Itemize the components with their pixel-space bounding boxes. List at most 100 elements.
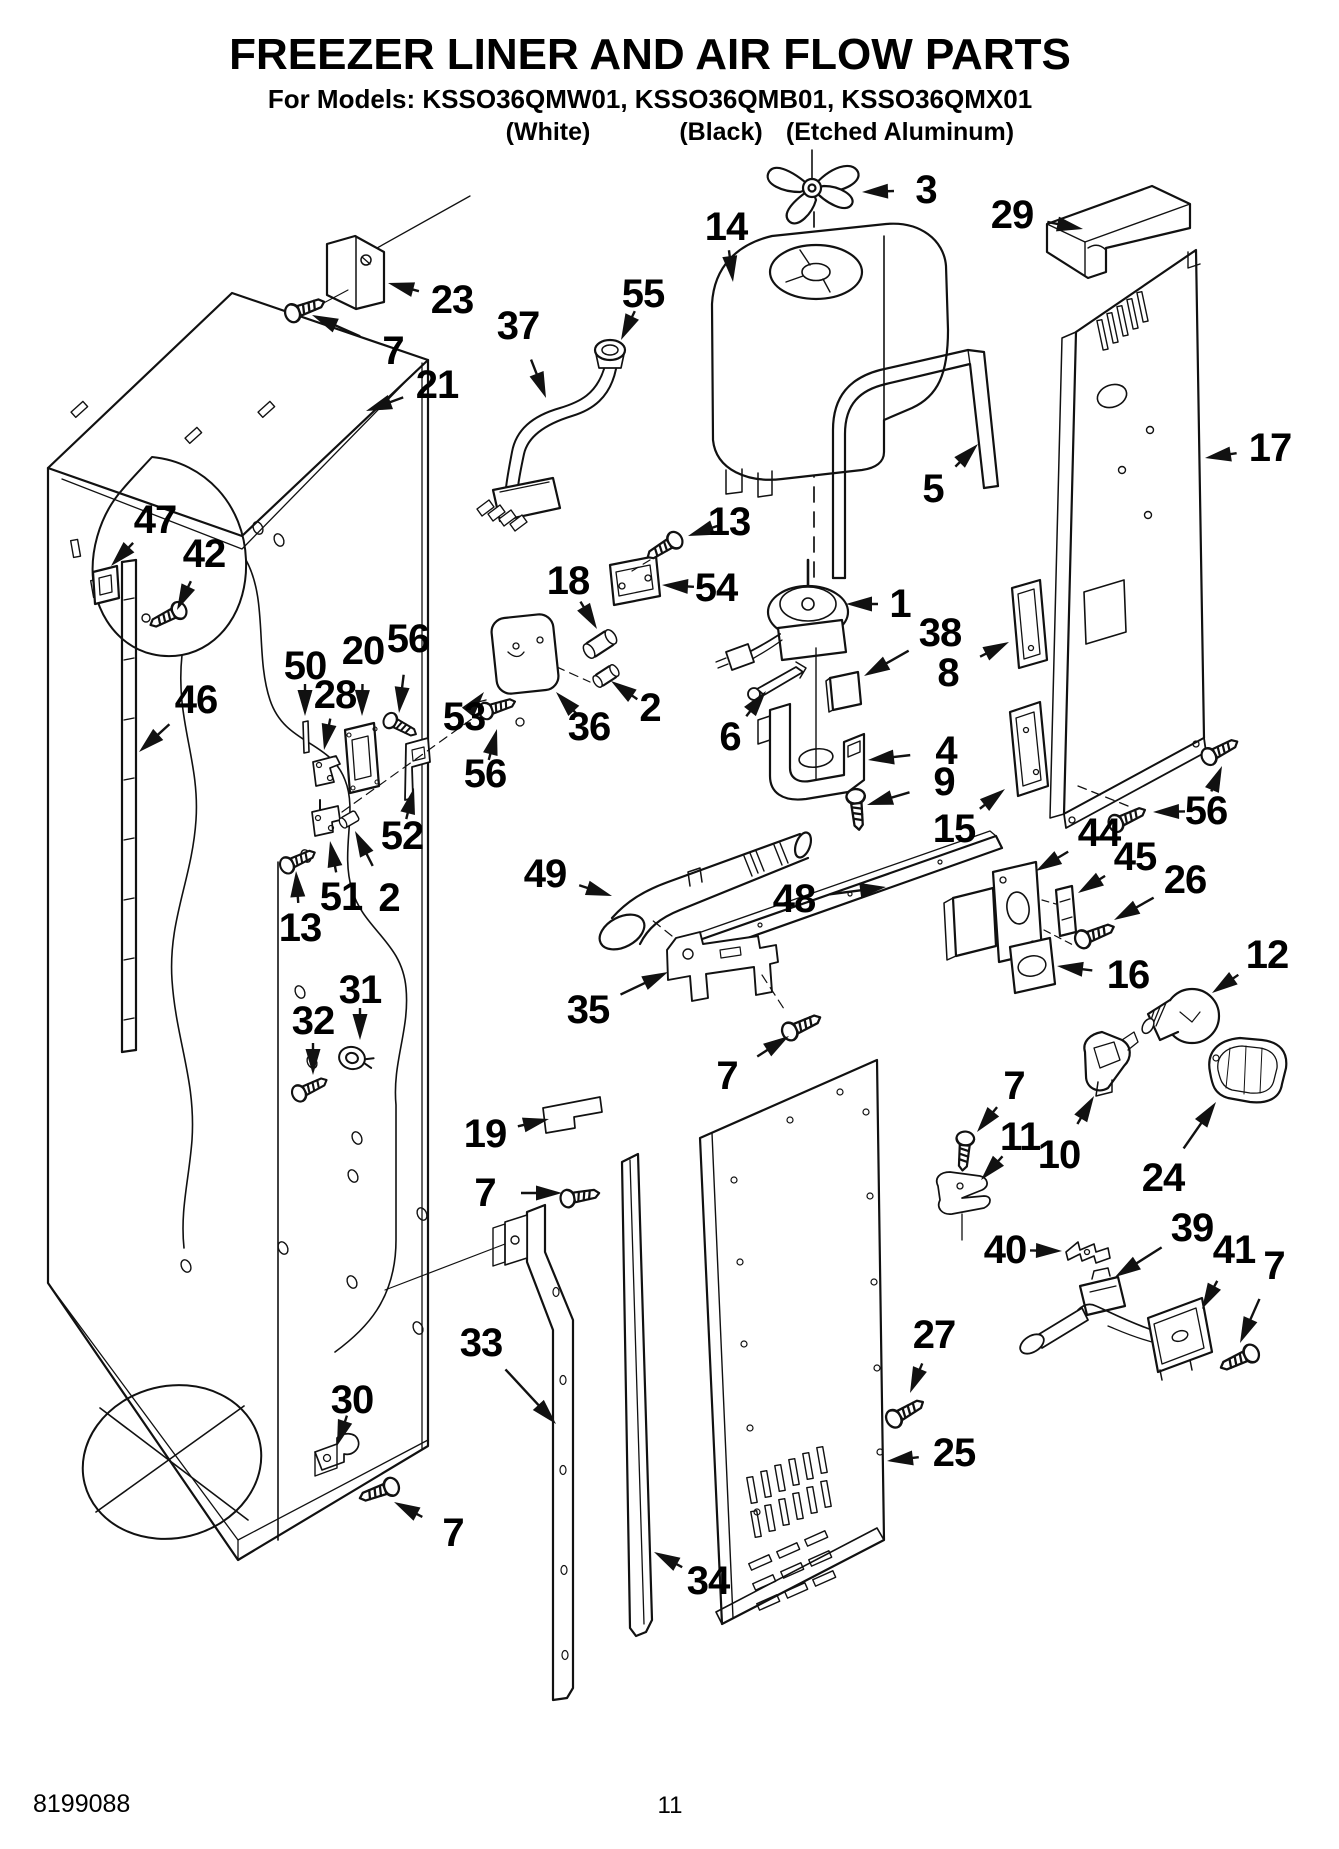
callout-13: 13 [278, 906, 322, 950]
leader-arrow [483, 729, 498, 757]
part-light-switch [1077, 1296, 1264, 1381]
part-motor-bracket [757, 702, 870, 832]
part-thermistor [1019, 1267, 1127, 1355]
leader-arrow [1202, 1282, 1221, 1309]
callout-17: 17 [1248, 426, 1292, 470]
callout-54: 54 [694, 566, 738, 610]
leader-arrow [979, 789, 1005, 811]
leader-arrow [177, 583, 196, 610]
finish-label: (White) [505, 118, 591, 146]
callout-38: 38 [918, 611, 962, 655]
leader-arrow [355, 831, 374, 858]
callout-30: 30 [330, 1378, 374, 1422]
part-evaporator-fan-motor [715, 558, 850, 791]
leader-arrow [887, 1450, 914, 1466]
leader-arrow [1205, 766, 1222, 793]
callout-18: 18 [546, 559, 590, 603]
callout-7: 7 [442, 1511, 464, 1555]
finish-label: (Black) [679, 118, 763, 146]
part-wire-harness [476, 338, 627, 532]
callout-40: 40 [983, 1228, 1027, 1272]
part-icemaker-fill-parts [276, 709, 477, 877]
leader-arrow [337, 1418, 353, 1446]
leader-arrow [654, 1552, 681, 1571]
part-lamp-lens [1208, 1036, 1288, 1104]
models-line: For Models: KSSO36QMW01, KSSO36QMB01, KS… [267, 84, 1033, 114]
leader-arrow [305, 1049, 321, 1075]
callout-56: 56 [463, 752, 507, 796]
leader-arrow [611, 681, 637, 702]
callout-41: 41 [1212, 1228, 1256, 1272]
callout-8: 8 [937, 651, 959, 695]
leader-arrow [744, 691, 766, 717]
leader-arrow [722, 255, 738, 282]
callout-7: 7 [716, 1054, 738, 1098]
callout-7: 7 [382, 329, 404, 373]
part-lamp-clip [935, 1129, 991, 1241]
leader-arrow [461, 692, 484, 717]
leader-arrow [846, 596, 872, 612]
callout-37: 37 [496, 304, 540, 348]
callout-49: 49 [523, 852, 567, 896]
callout-46: 46 [174, 678, 218, 722]
leader-arrow [521, 1117, 549, 1133]
leader-arrow [977, 1107, 1000, 1132]
callout-35: 35 [566, 988, 610, 1032]
leader-arrow [1056, 216, 1083, 232]
callout-27: 27 [912, 1313, 956, 1357]
callout-9: 9 [933, 760, 955, 804]
callout-28: 28 [313, 673, 357, 717]
part-freezer-liner [46, 291, 430, 1562]
callout-34: 34 [686, 1559, 730, 1603]
leader-arrow [354, 689, 370, 716]
callout-39: 39 [1170, 1206, 1214, 1250]
doc-number: 8199088 [33, 1790, 131, 1818]
leader-arrow [1057, 961, 1084, 977]
callout-10: 10 [1037, 1133, 1081, 1177]
finish-label: (Etched Aluminum) [785, 118, 1015, 146]
leader-arrow [556, 692, 580, 717]
callout-25: 25 [932, 1431, 976, 1475]
part-lamp-socket [1083, 1030, 1139, 1097]
callout-13: 13 [707, 500, 751, 544]
callout-6: 6 [719, 715, 741, 759]
part-fan-shroud [710, 222, 950, 498]
callout-31: 31 [338, 968, 382, 1012]
callout-44: 44 [1077, 811, 1121, 855]
leader-arrow [621, 313, 639, 340]
callout-16: 16 [1106, 953, 1150, 997]
callout-7: 7 [1003, 1064, 1025, 1108]
callout-5: 5 [922, 467, 944, 511]
callout-2: 2 [639, 686, 661, 730]
leader-arrow [763, 1036, 789, 1057]
leader-arrow [1194, 1102, 1216, 1128]
leader-arrow [321, 723, 337, 750]
callout-15: 15 [932, 807, 976, 851]
leader-arrow [400, 788, 415, 816]
leader-arrow [352, 1014, 368, 1040]
leader-arrow [388, 282, 416, 297]
leader-arrow [536, 1185, 562, 1201]
callout-21: 21 [415, 363, 459, 407]
leader-arrow [862, 183, 889, 199]
part-serial-label [542, 1096, 603, 1210]
leader-arrow [394, 686, 410, 713]
callout-45: 45 [1113, 835, 1157, 879]
part-evaporator-cover [698, 1058, 886, 1626]
leader-arrow [981, 1155, 1005, 1180]
leader-arrow [1074, 1096, 1094, 1123]
leader-arrow [688, 520, 716, 536]
callout-24: 24 [1141, 1156, 1185, 1200]
callout-7: 7 [1263, 1244, 1285, 1288]
leader-arrow [1205, 446, 1232, 462]
callout-1: 1 [889, 582, 911, 626]
leader-arrow [584, 880, 612, 896]
leader-arrow [577, 602, 597, 629]
leader-arrow [394, 1502, 421, 1521]
callout-48: 48 [772, 877, 816, 921]
leader-arrow [868, 749, 895, 765]
leader-arrow [290, 871, 306, 898]
